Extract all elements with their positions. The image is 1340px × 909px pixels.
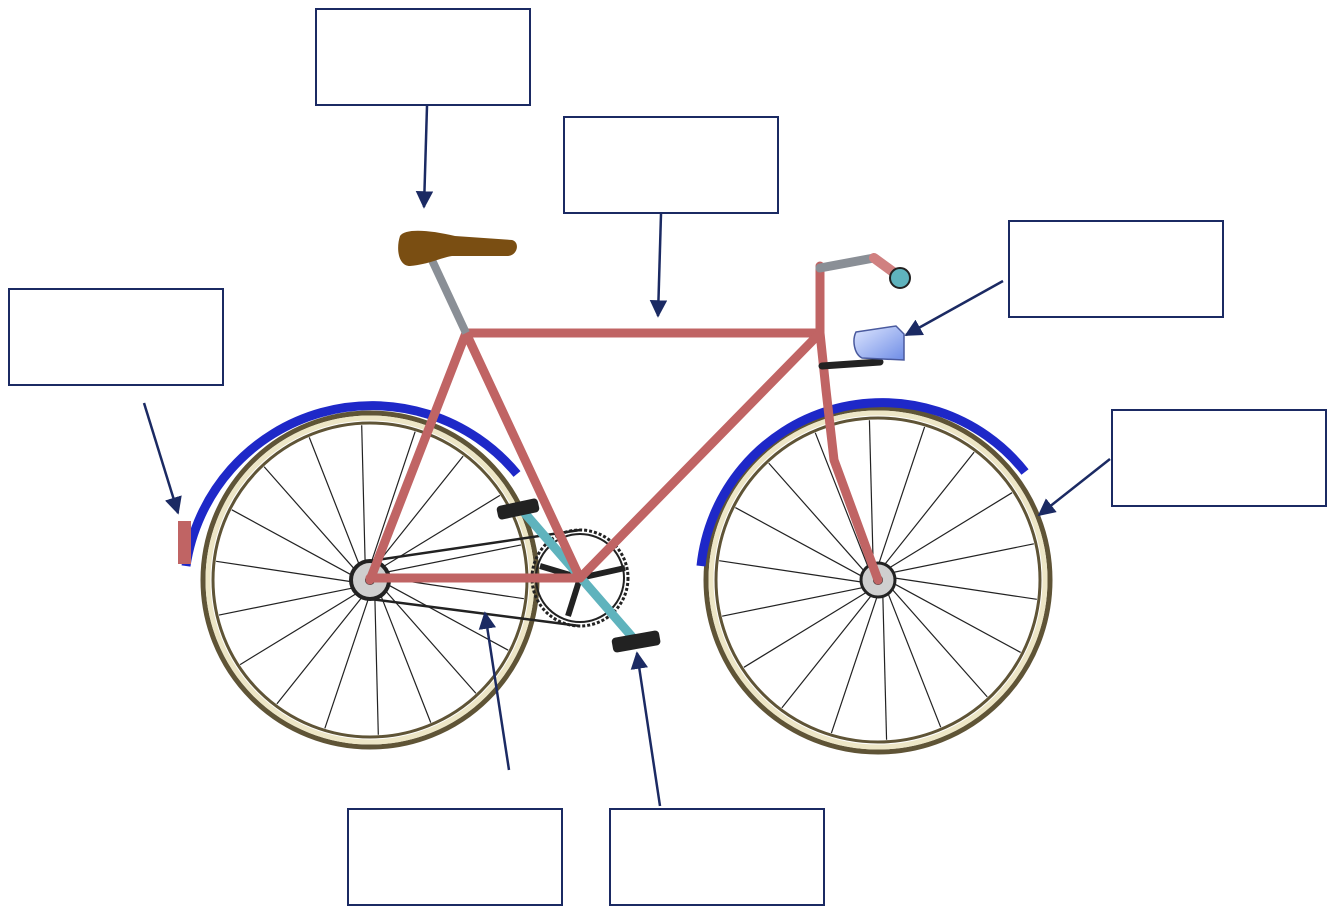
- label-box-reflector[interactable]: [8, 288, 224, 386]
- seat-post: [427, 256, 470, 335]
- front-light: [818, 325, 905, 370]
- wheel-spoke: [263, 466, 360, 575]
- wheel-spoke: [373, 455, 464, 569]
- wheel-spoke: [885, 588, 942, 728]
- label-box-light[interactable]: [1008, 220, 1224, 318]
- rear-mudguard: [181, 401, 521, 567]
- wheel-spoke: [361, 425, 366, 569]
- wheel-spoke: [884, 492, 1013, 571]
- saddle: [398, 230, 517, 266]
- wheel-spoke: [743, 589, 872, 668]
- frame: [365, 261, 883, 585]
- wheel-spoke: [889, 580, 1021, 653]
- wheel-spoke: [218, 585, 361, 616]
- wheel-spoke: [781, 591, 875, 709]
- wheel-spoke: [888, 585, 988, 698]
- pointer-arrows: [142, 105, 1111, 807]
- wheel-spoke: [377, 588, 432, 723]
- arrow-frame: [649, 213, 668, 318]
- wheel-spoke: [308, 437, 363, 572]
- front-pedal: [611, 630, 661, 653]
- front-wheel: [703, 405, 1053, 755]
- label-box-frame[interactable]: [563, 116, 779, 214]
- arrow-pedal: [630, 651, 662, 807]
- wheel-spoke: [276, 591, 367, 705]
- wheel-spoke: [887, 543, 1034, 575]
- wheel-spoke: [830, 591, 880, 734]
- label-box-saddle[interactable]: [315, 8, 531, 106]
- wheel-spoke: [379, 544, 522, 575]
- arrow-wheel: [1037, 458, 1111, 517]
- wheel-spoke: [231, 509, 359, 580]
- rear-pedal: [496, 498, 540, 520]
- wheel-spoke: [882, 591, 888, 740]
- arrow-chain: [478, 611, 511, 771]
- wheel-spoke: [374, 591, 379, 735]
- label-box-pedal[interactable]: [609, 808, 825, 906]
- wheel-spoke: [868, 420, 874, 569]
- wheel-spoke: [881, 451, 975, 569]
- wheel-spoke: [722, 585, 869, 617]
- arrow-saddle: [415, 105, 434, 209]
- label-box-wheel[interactable]: [1111, 409, 1327, 507]
- wheel-spoke: [889, 576, 1037, 600]
- handlebar: [815, 253, 911, 289]
- wheel-spoke: [719, 560, 867, 584]
- wheel-spoke: [368, 431, 416, 569]
- wheel-spoke: [324, 591, 372, 729]
- wheel-spoke: [239, 589, 364, 666]
- wheel-spoke: [876, 426, 926, 569]
- arrow-reflector: [142, 402, 182, 515]
- label-box-chain[interactable]: [347, 808, 563, 906]
- arrow-light: [904, 279, 1004, 337]
- wheel-spoke: [735, 507, 867, 580]
- wheel-spoke: [381, 580, 509, 651]
- wheel-spoke: [216, 560, 359, 584]
- wheel-spoke: [768, 462, 868, 575]
- rear-reflector: [178, 521, 191, 564]
- wheel-spoke: [814, 432, 871, 572]
